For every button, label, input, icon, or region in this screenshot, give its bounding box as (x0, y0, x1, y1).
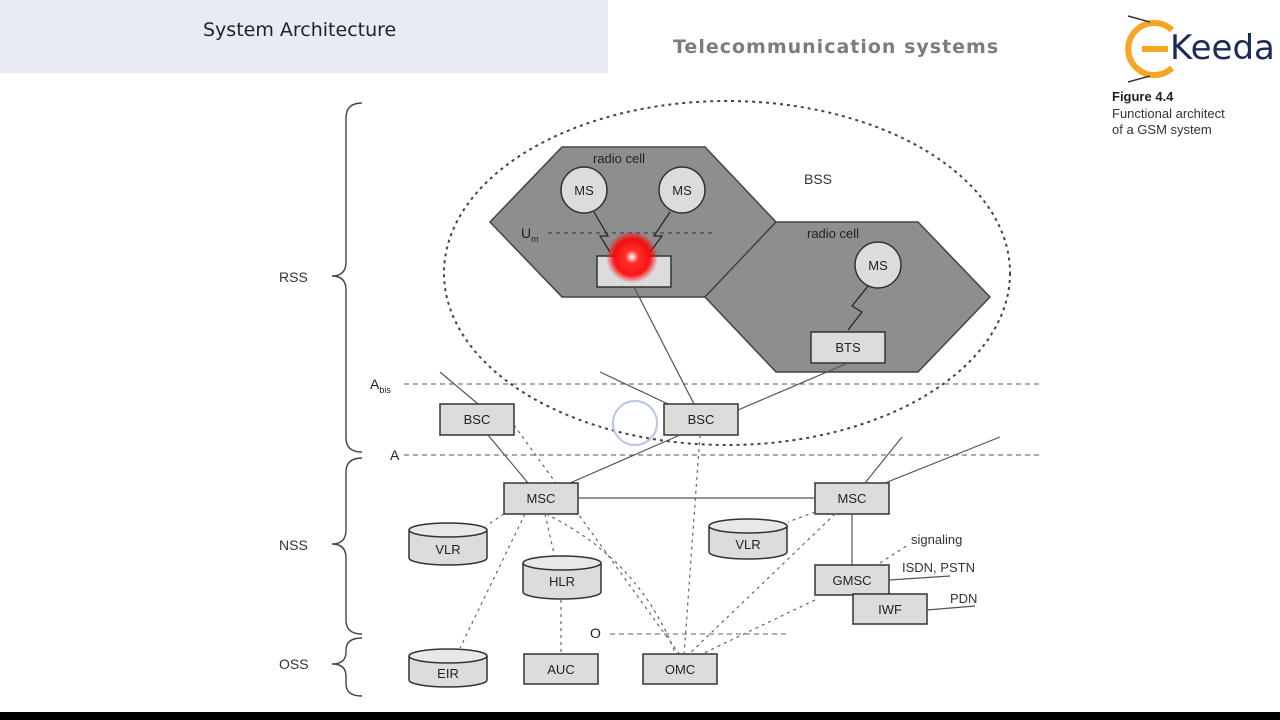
eir-node-label: EIR (437, 666, 459, 681)
nss-brace (331, 457, 363, 635)
vlr-node-2 (708, 518, 788, 560)
hlr-node-label: HLR (549, 574, 575, 589)
vlr-node-1-label: VLR (435, 542, 460, 557)
cursor-trail-ring (612, 400, 658, 446)
bsc-node-1 (439, 403, 515, 436)
link-bsc1-out (439, 371, 479, 405)
um-label: Um (521, 225, 539, 244)
signaling-label: signaling (911, 532, 962, 547)
hlr-node (522, 555, 602, 600)
logo-whisker-icon (1127, 15, 1151, 23)
link-gmsc-signaling (879, 544, 909, 564)
radio-link-3 (847, 285, 869, 331)
link-msc1-omc (545, 513, 677, 656)
bsc-node-1-label: BSC (464, 412, 491, 427)
bts-node-2-label: BTS (835, 340, 861, 355)
bss-boundary (443, 100, 1011, 446)
gmsc-node-label: GMSC (833, 573, 872, 588)
figure-caption: Functional architect of a GSM system (1112, 106, 1225, 137)
msc-node-2-label: MSC (838, 491, 867, 506)
slide-title: System Architecture (203, 19, 397, 41)
ms-node-3 (854, 241, 902, 289)
link-msc2-out-1 (864, 436, 903, 484)
link-gmsc-omc (699, 599, 816, 656)
link-gmsc-isdn (888, 575, 951, 581)
rss-brace (331, 102, 363, 453)
bsc-node-2 (663, 403, 739, 436)
ms-node-2 (658, 166, 706, 214)
link-msc2-vlr2 (787, 511, 816, 523)
bss-label: BSS (804, 171, 832, 187)
logo-text: Keeda (1170, 28, 1275, 68)
link-bsc2-omc (683, 434, 701, 656)
laser-pointer (606, 231, 658, 283)
abis-label: Abis (370, 376, 391, 395)
bottom-bar (0, 712, 1280, 720)
omc-node (642, 653, 718, 685)
radio-cell-2 (703, 221, 992, 373)
link-msc1-vlr1 (485, 513, 505, 527)
ms-node-3-label: MS (868, 258, 888, 273)
ms-node-1-label: MS (574, 183, 594, 198)
book-header: Telecommunication systems (673, 36, 1000, 58)
vlr-node-2-label: VLR (735, 537, 760, 552)
radio-cell-2-label: radio cell (807, 226, 859, 241)
link-bsc1-omc (513, 424, 681, 656)
ms-node-2-label: MS (672, 183, 692, 198)
radio-link-2 (649, 211, 671, 253)
oss-brace (331, 637, 363, 697)
link-bsc2-out (599, 371, 669, 405)
nss-label: NSS (279, 537, 308, 553)
ekeeda-logo (1125, 15, 1175, 83)
ms-node-1 (560, 166, 608, 214)
eir-node (408, 648, 488, 688)
link-bsc1-msc1 (487, 434, 529, 484)
logo-arc-icon (1125, 20, 1175, 78)
a-label: A (390, 447, 400, 463)
rss-label: RSS (279, 269, 308, 285)
o-label: O (590, 625, 601, 641)
bsc-node-2-label: BSC (688, 412, 715, 427)
link-bts1-bsc2 (633, 286, 695, 405)
link-bsc2-msc1 (569, 434, 681, 484)
auc-node-label: AUC (547, 662, 574, 677)
msc-node-2 (814, 482, 890, 515)
isdn-pstn-label: ISDN, PSTN (902, 560, 975, 575)
vlr-node-1 (408, 522, 488, 566)
figure-label: Figure 4.4 (1112, 89, 1174, 104)
link-iwf-pdn (926, 605, 976, 611)
pdn-label: PDN (950, 591, 977, 606)
link-bts2-bsc2 (737, 362, 849, 411)
auc-node (523, 653, 599, 685)
iwf-node (852, 593, 928, 625)
radio-cell-1-label: radio cell (593, 151, 645, 166)
iwf-node-label: IWF (878, 602, 902, 617)
link-msc1-hlr (544, 513, 556, 559)
link-msc2-omc (687, 513, 836, 656)
link-msc2-out-2 (884, 436, 1001, 484)
title-bar: System Architecture (0, 0, 608, 73)
msc-node-1-label: MSC (527, 491, 556, 506)
omc-node-label: OMC (665, 662, 695, 677)
radio-link-1 (593, 211, 611, 253)
logo-whisker-icon (1127, 75, 1151, 83)
oss-label: OSS (279, 656, 309, 672)
